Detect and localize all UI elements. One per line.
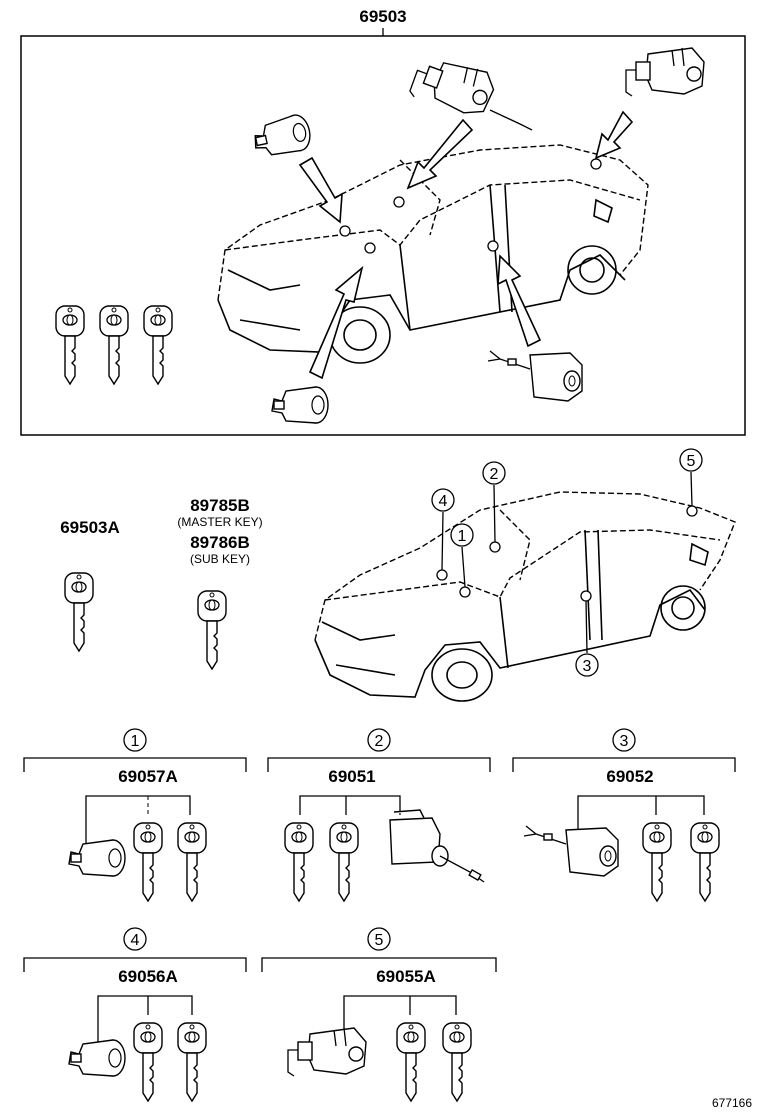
catalog-number: 677166 bbox=[712, 1096, 752, 1110]
callout-4: 4 bbox=[431, 488, 455, 512]
kit-3-part-number: 69052 bbox=[606, 767, 653, 786]
kit-3-index: 3 bbox=[620, 733, 629, 750]
callout-5: 5 bbox=[679, 448, 703, 472]
sub-key-part-number: 89786B bbox=[190, 533, 250, 552]
master-key-note: (MASTER KEY) bbox=[177, 515, 262, 529]
master-key-part-number: 89785B bbox=[190, 496, 250, 515]
kit-2: 2 69051 bbox=[267, 728, 491, 902]
middle-car-illustration bbox=[314, 491, 736, 702]
svg-text:4: 4 bbox=[439, 493, 448, 510]
sub-key-note: (SUB KEY) bbox=[190, 552, 250, 566]
kit-4: 4 69056A bbox=[23, 927, 247, 1102]
top-assembly-part-number: 69503 bbox=[359, 7, 406, 26]
top-assembly-box bbox=[20, 35, 746, 436]
kit-3: 3 69052 bbox=[512, 728, 736, 902]
kit-2-part-number: 69051 bbox=[328, 767, 375, 786]
callout-3: 3 bbox=[575, 653, 599, 677]
svg-text:5: 5 bbox=[687, 453, 696, 470]
callout-1: 1 bbox=[450, 523, 474, 547]
svg-text:3: 3 bbox=[583, 658, 592, 675]
callout-2: 2 bbox=[482, 461, 506, 485]
kit-1: 1 69057A bbox=[23, 728, 247, 902]
kit-5-index: 5 bbox=[375, 932, 384, 949]
kit-5: 5 69055A bbox=[261, 927, 497, 1102]
kit-1-part-number: 69057A bbox=[118, 767, 178, 786]
svg-text:1: 1 bbox=[458, 528, 467, 545]
svg-text:2: 2 bbox=[490, 466, 499, 483]
kit-1-index: 1 bbox=[131, 733, 140, 750]
kit-5-part-number: 69055A bbox=[376, 967, 436, 986]
kit-4-index: 4 bbox=[131, 932, 140, 949]
kit-2-index: 2 bbox=[375, 733, 384, 750]
kit-4-part-number: 69056A bbox=[118, 967, 178, 986]
key-blank-part-number: 69503A bbox=[60, 518, 120, 537]
